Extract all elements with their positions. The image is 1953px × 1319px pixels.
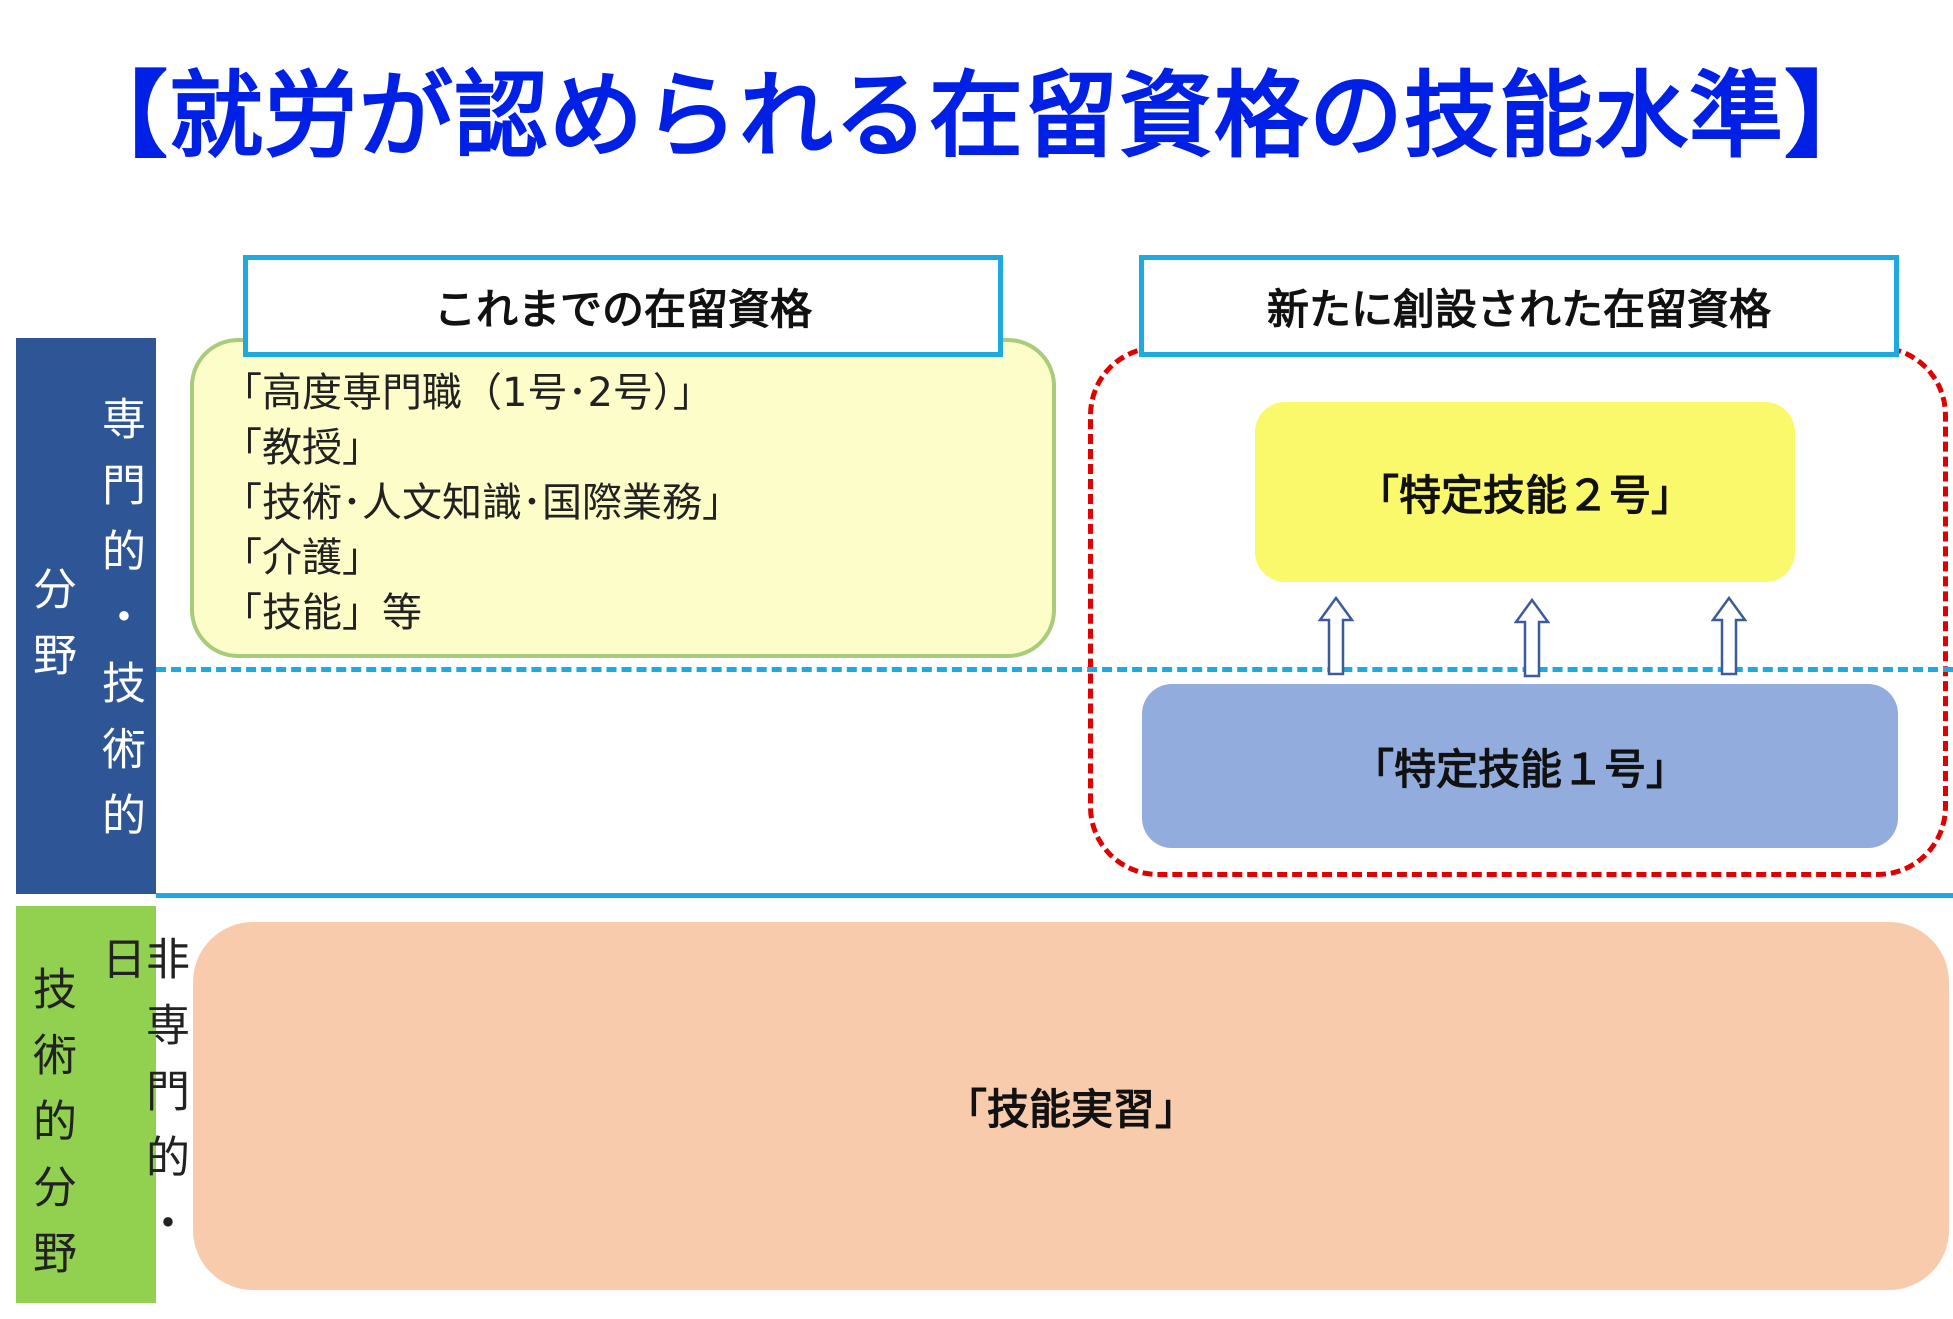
band-nonprofessional-left-text: 技術的分野 xyxy=(25,966,76,1296)
band-nonprofessional: 技術的分野 非専門的・日 xyxy=(16,906,189,1303)
tokutei2-box: 「特定技能２号」 xyxy=(1255,402,1795,582)
list-item: 「技能」等 xyxy=(222,590,422,636)
up-arrow-icon xyxy=(1318,596,1354,676)
list-item: 「介護」 xyxy=(222,535,382,581)
header-new-statuses: 新たに創設された在留資格 xyxy=(1139,255,1899,357)
band-professional: 分野 専門的・技術的 xyxy=(16,338,156,894)
list-item: 「技術･人文知識･国際業務」 xyxy=(222,480,742,526)
skill-level-dashed-divider xyxy=(156,667,1953,672)
list-item: 「高度専門職（1号･2号）」 xyxy=(222,370,713,416)
old-statuses-box: 「高度専門職（1号･2号）」 「教授」 「技術･人文知識･国際業務」 「介護」 … xyxy=(190,338,1056,658)
jisshu-box: 「技能実習」 xyxy=(193,922,1949,1290)
old-statuses-list: 「高度専門職（1号･2号）」 「教授」 「技術･人文知識･国際業務」 「介護」 … xyxy=(222,366,1052,641)
band-professional-right-text: 専門的・技術的 xyxy=(94,396,145,858)
up-arrow-icon xyxy=(1514,598,1550,678)
header-old-statuses: これまでの在留資格 xyxy=(243,255,1003,357)
page-title: 【就労が認められる在留資格の技能水準】 xyxy=(73,62,1879,171)
band-nonprofessional-right-text: 非専門的・日 xyxy=(94,936,189,1266)
up-arrow-icon xyxy=(1711,596,1747,676)
list-item: 「教授」 xyxy=(222,425,382,471)
category-divider xyxy=(156,893,1953,898)
tokutei1-box: 「特定技能１号」 xyxy=(1142,684,1898,848)
band-professional-left-text: 分野 xyxy=(25,566,76,698)
